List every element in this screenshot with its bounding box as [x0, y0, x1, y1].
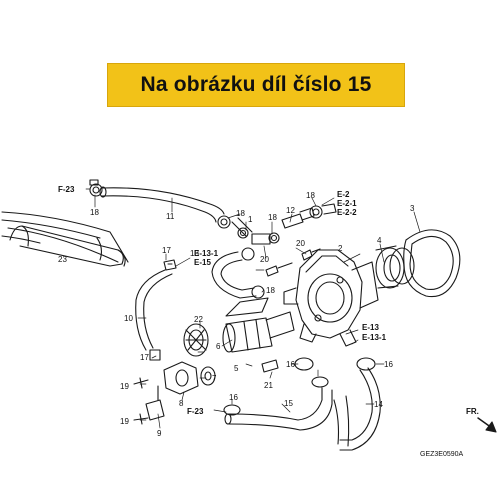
part-16-clamps [223, 357, 376, 416]
label-part-21: 21 [264, 381, 273, 390]
ref-e15: E-15 [194, 258, 211, 267]
label-part-6: 6 [216, 342, 221, 351]
part-21-bolt [261, 359, 279, 373]
part-23-tube [1, 211, 129, 267]
label-part-18c: 18 [268, 213, 277, 222]
part-22-element [183, 323, 209, 357]
ref-e13-1-bottom: E-13-1 [362, 333, 387, 342]
ref-e13-1-top: E-13-1 [194, 249, 219, 258]
label-part-17b: 17 [140, 353, 149, 362]
label-part-15: 15 [284, 399, 293, 408]
front-arrow [477, 417, 497, 433]
part-3-gasket [403, 229, 461, 298]
label-part-18a: 18 [90, 208, 99, 217]
ref-f23-top: F-23 [58, 185, 75, 194]
diagram-code: GEZ3E0590A [420, 451, 464, 458]
label-part-20b: 20 [296, 239, 305, 248]
part-18-clamp-topleft [89, 179, 103, 197]
part-10-hose [135, 269, 173, 351]
label-part-8: 8 [179, 399, 184, 408]
label-part-12: 12 [286, 206, 295, 215]
label-part-22: 22 [194, 315, 203, 324]
label-part-19a: 19 [120, 382, 129, 391]
label-part-14: 14 [374, 400, 383, 409]
label-part-16a: 16 [286, 360, 295, 369]
label-part-17a: 17 [162, 246, 171, 255]
part-13-hose [211, 251, 257, 299]
part-14-hose [333, 367, 381, 451]
label-part-18d: 18 [306, 191, 315, 200]
part-18-clamp-lower [251, 285, 265, 299]
part-4-seal [375, 245, 415, 289]
label-part-7: 7 [212, 374, 217, 383]
label-part-23: 23 [58, 255, 67, 264]
part-2-pump-housing [283, 249, 379, 347]
ref-e2-1: E-2-1 [337, 199, 357, 208]
direction-label: FR. [466, 407, 479, 416]
part-11-hose [99, 186, 225, 223]
part-labels: 1 2 3 4 5 6 7 8 9 10 11 12 13 14 15 16 1… [58, 191, 415, 438]
part-7-bracket [163, 361, 216, 395]
part-6-thermostat [222, 297, 295, 353]
reference-codes: F-23 E-2 E-2-1 E-2-2 E-13-1 E-15 E-13 E-… [58, 185, 387, 416]
label-part-16b: 16 [384, 360, 393, 369]
part-17-clip-bottom [149, 349, 161, 361]
banner-text: Na obrázku díl číslo 15 [140, 73, 372, 96]
label-part-4: 4 [377, 236, 382, 245]
label-part-5: 5 [234, 364, 239, 373]
ref-e2: E-2 [337, 190, 350, 199]
ref-e13: E-13 [362, 323, 379, 332]
part-20-bolts [265, 248, 321, 277]
leader-lines [85, 188, 421, 429]
ref-e2-2: E-2-2 [337, 208, 357, 217]
label-part-2: 2 [338, 244, 343, 253]
label-part-19b: 19 [120, 417, 129, 426]
part-15-hose [224, 387, 333, 431]
part-19-bolts [133, 377, 149, 425]
label-part-11: 11 [166, 212, 175, 221]
label-part-3: 3 [410, 204, 415, 213]
ref-f23-bottom: F-23 [187, 407, 204, 416]
label-part-1: 1 [248, 215, 253, 224]
label-part-13: 13 [190, 249, 199, 258]
label-part-18e: 18 [266, 286, 275, 295]
part-number-banner: Na obrázku díl číslo 15 [107, 63, 405, 107]
label-part-18b: 18 [236, 209, 245, 218]
label-part-20a: 20 [260, 255, 269, 264]
label-part-10: 10 [124, 314, 133, 323]
part-12-pipe [231, 203, 337, 245]
part-9-plate [145, 385, 165, 421]
label-part-16c: 16 [229, 393, 238, 402]
part-18-clamp-mid [241, 247, 255, 261]
label-part-9: 9 [157, 429, 162, 438]
part-17-clip-top [163, 259, 177, 271]
